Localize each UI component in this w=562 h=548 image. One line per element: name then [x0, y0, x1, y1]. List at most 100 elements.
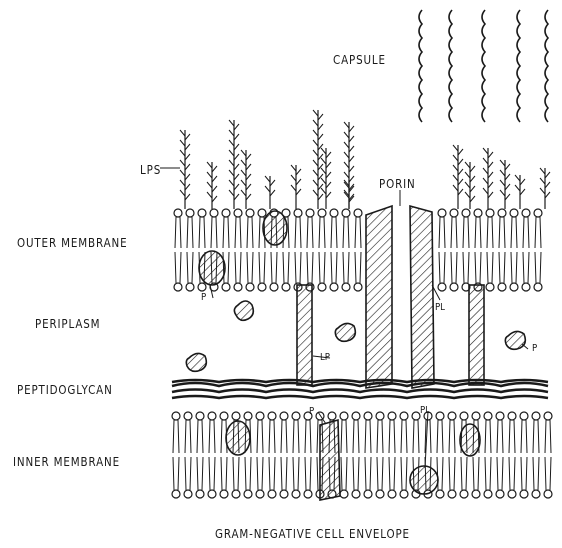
om-lipid-tail-top	[223, 217, 229, 248]
om-lipid-tail-bottom	[343, 252, 349, 283]
outer-membrane-bilayer	[174, 209, 542, 291]
om-lipid-tail-top	[295, 217, 301, 248]
im-lipid-head-top	[460, 412, 468, 420]
om-lipid-head-top	[474, 209, 482, 217]
im-lipid-head-top	[364, 412, 372, 420]
lps-chains	[180, 110, 550, 209]
om-lipid-head-top	[318, 209, 326, 217]
om-lipid-tail-bottom	[187, 252, 193, 283]
om-lipid-head-bottom	[498, 283, 506, 291]
im-lipid-head-bottom	[208, 490, 216, 498]
im-lipid-head-bottom	[364, 490, 372, 498]
im-lipid-tail-top	[293, 420, 299, 453]
om-lipid-tail-bottom	[439, 252, 445, 283]
om-lipid-head-bottom	[186, 283, 194, 291]
om-lipid-head-bottom	[198, 283, 206, 291]
om-lipid-tail-top	[343, 217, 349, 248]
im-lipid-tail-bottom	[209, 457, 215, 490]
porin-protein-right	[410, 206, 434, 388]
im-lipid-head-bottom	[460, 490, 468, 498]
im-lipid-tail-bottom	[353, 457, 359, 490]
capsule-strand	[545, 10, 548, 122]
om-lipid-tail-top	[499, 217, 505, 248]
im-lipid-head-bottom	[484, 490, 492, 498]
marker-p-outer: P	[201, 292, 206, 303]
om-lipid-tail-top	[475, 217, 481, 248]
inner-membrane-protein	[226, 421, 250, 455]
periplasm-label: PERIPLASM	[35, 317, 100, 331]
om-lipid-head-top	[306, 209, 314, 217]
om-lipid-tail-bottom	[523, 252, 529, 283]
diagram-title: GRAM-NEGATIVE CELL ENVELOPE	[215, 527, 410, 541]
im-lipid-tail-top	[341, 420, 347, 453]
im-lipid-head-bottom	[220, 490, 228, 498]
om-lipid-head-bottom	[534, 283, 542, 291]
inner-membrane-protein-p	[320, 420, 340, 500]
im-lipid-tail-bottom	[305, 457, 311, 490]
im-lipid-head-top	[184, 412, 192, 420]
capsule-label: CAPSULE	[333, 53, 386, 67]
om-lipid-tail-bottom	[319, 252, 325, 283]
om-lipid-head-top	[534, 209, 542, 217]
peptidoglycan-strand	[172, 390, 548, 393]
om-lipid-head-bottom	[510, 283, 518, 291]
peptidoglycan-mesh	[172, 380, 548, 398]
im-lipid-head-bottom	[436, 490, 444, 498]
im-lipid-head-top	[256, 412, 264, 420]
om-lipid-tail-bottom	[259, 252, 265, 283]
om-lipid-head-bottom	[174, 283, 182, 291]
om-lipid-tail-bottom	[175, 252, 181, 283]
im-lipid-tail-bottom	[293, 457, 299, 490]
im-lipid-head-bottom	[376, 490, 384, 498]
capsule-strand	[449, 10, 452, 122]
om-lipid-tail-bottom	[235, 252, 241, 283]
im-lipid-head-bottom	[388, 490, 396, 498]
im-lipid-tail-bottom	[509, 457, 515, 490]
om-lipid-tail-top	[307, 217, 313, 248]
om-lipid-tail-bottom	[247, 252, 253, 283]
im-lipid-tail-top	[485, 420, 491, 453]
im-lipid-head-top	[328, 412, 336, 420]
im-lipid-tail-bottom	[461, 457, 467, 490]
porin-protein-left	[366, 206, 392, 388]
im-lipid-tail-top	[389, 420, 395, 453]
im-lipid-tail-top	[401, 420, 407, 453]
om-lipid-tail-top	[487, 217, 493, 248]
im-lipid-head-bottom	[532, 490, 540, 498]
im-lipid-head-top	[412, 412, 420, 420]
peptidoglycan-strand	[172, 383, 548, 386]
im-lipid-tail-bottom	[257, 457, 263, 490]
peptidoglycan-strand	[172, 380, 548, 382]
om-lipid-tail-bottom	[451, 252, 457, 283]
im-lipid-tail-bottom	[401, 457, 407, 490]
om-lipid-head-bottom	[438, 283, 446, 291]
im-lipid-tail-bottom	[173, 457, 179, 490]
im-lipid-tail-top	[449, 420, 455, 453]
im-lipid-head-top	[232, 412, 240, 420]
om-lipid-head-top	[486, 209, 494, 217]
om-lipid-tail-bottom	[475, 252, 481, 283]
im-lipid-head-top	[472, 412, 480, 420]
om-lipid-head-top	[450, 209, 458, 217]
om-lipid-head-top	[438, 209, 446, 217]
om-lipid-tail-bottom	[307, 252, 313, 283]
lipoprotein-rod	[297, 285, 312, 385]
om-lipid-tail-bottom	[331, 252, 337, 283]
om-lipid-tail-bottom	[283, 252, 289, 283]
im-lipid-tail-bottom	[485, 457, 491, 490]
om-lipid-head-top	[198, 209, 206, 217]
om-lipid-tail-bottom	[463, 252, 469, 283]
im-lipid-head-bottom	[472, 490, 480, 498]
marker-p-periplasm: P	[532, 343, 537, 354]
im-lipid-head-top	[520, 412, 528, 420]
im-lipid-tail-bottom	[497, 457, 503, 490]
marker-pl-inner: PL	[420, 405, 430, 416]
om-lipid-tail-top	[187, 217, 193, 248]
om-lipid-tail-top	[175, 217, 181, 248]
om-lipid-head-bottom	[522, 283, 530, 291]
inner-membrane-label: INNER MEMBRANE	[13, 455, 120, 469]
im-lipid-tail-bottom	[233, 457, 239, 490]
im-lipid-tail-bottom	[341, 457, 347, 490]
om-lipid-head-top	[330, 209, 338, 217]
im-lipid-head-bottom	[268, 490, 276, 498]
